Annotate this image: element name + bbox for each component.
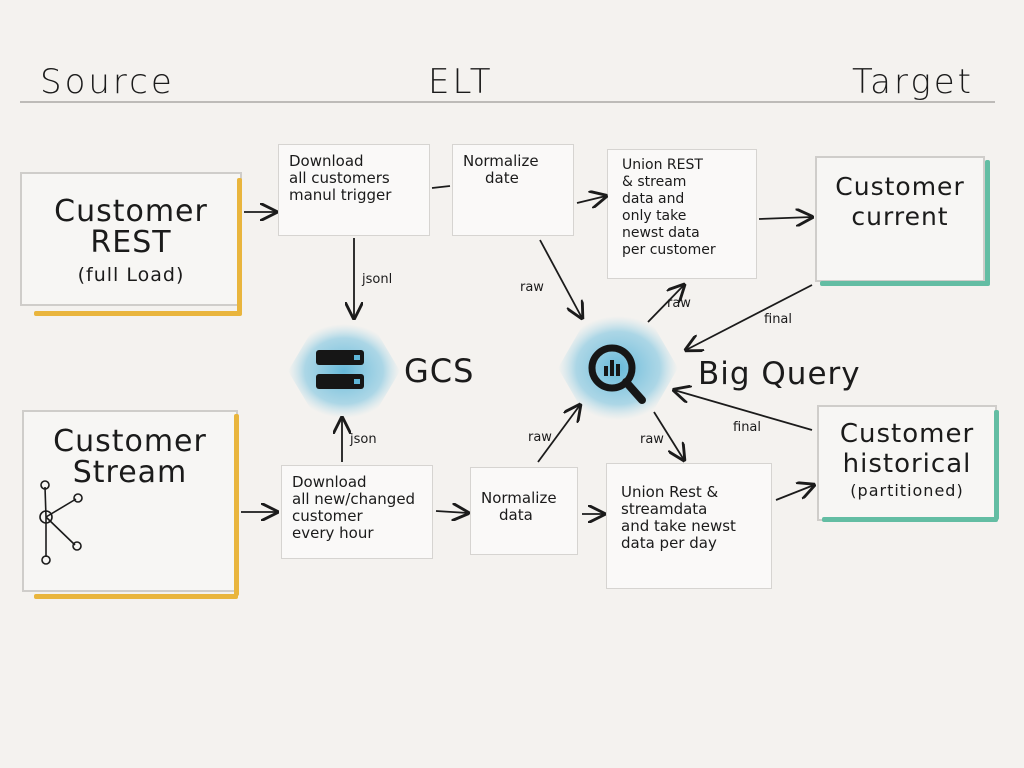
step-normalize-top: Normalize date [452,144,574,236]
connector-download-to-normalize [431,185,451,189]
source-stream-title-1: Customer [53,424,207,459]
step-download-new: Download all new/changed customer every … [281,465,433,559]
arrow-union-to-historical [775,485,814,501]
step-text: only take [622,208,687,224]
step-text: date [485,169,519,187]
arrow-normalize-to-bigquery [539,239,582,318]
source-rest-subtitle: (full Load) [77,264,185,286]
arrow-union-to-current [758,217,812,219]
source-stream-accent-right [234,414,239,596]
step-text: data per day [621,534,717,552]
header-source: Source [40,62,175,102]
step-text: and take newst [621,517,736,535]
bigquery-icon [558,316,678,420]
edge-label-jsonl: jsonl [362,272,393,287]
source-rest-accent-right [237,178,242,314]
arrow-bigquery-to-union-bottom [653,411,684,460]
step-union-rest: Union REST & stream data and only take n… [607,149,757,279]
step-text: Normalize [463,152,539,170]
arrow-current-to-bigquery [686,284,813,350]
target-current-title-2: current [851,202,949,231]
step-text: all customers [289,169,390,187]
step-download-all: Download all customers manul trigger [278,144,430,236]
bigquery-label: Big Query [698,356,861,392]
step-text: data and [622,191,685,207]
arrow-bigquery-to-union-top [647,285,684,323]
edge-label-raw-union-bottom: raw [640,432,664,447]
step-text: streamdata [621,500,708,518]
gcs-label: GCS [404,352,475,390]
step-text: data [499,506,533,524]
step-text: Download [292,473,367,491]
arrow-download-to-normalize [435,511,468,513]
step-text: all new/changed [292,490,416,508]
arrow-normalize-to-union [576,196,606,203]
step-normalize-bottom: Normalize data [470,467,578,555]
step-text: Union REST [622,157,703,173]
step-text: newst data [622,225,700,241]
step-text: Download [289,152,364,170]
target-current-accent-bottom [820,281,990,286]
gcs-icon [288,324,400,418]
arrow-normalize-to-bigquery-bottom [537,405,580,463]
source-rest-title-2: REST [90,225,172,260]
step-text: per customer [622,242,716,258]
target-current-title-1: Customer [835,172,965,201]
header-target: Target [852,62,975,102]
edge-label-raw-bottom: raw [528,430,552,445]
target-historical-title-2: historical [842,449,972,479]
edge-label-raw-top: raw [520,280,544,295]
step-union-stream: Union Rest & streamdata and take newst d… [606,463,772,589]
source-stream-accent-bottom [34,594,238,599]
step-text: manul trigger [289,186,392,204]
source-rest-title-1: Customer [54,194,208,229]
step-text: every hour [292,524,374,542]
edge-label-final-bottom: final [733,420,762,435]
source-rest-accent-bottom [34,311,242,316]
target-historical-accent-right [994,410,999,520]
target-historical-subtitle: (partitioned) [850,481,964,500]
target-historical-accent-bottom [822,517,998,522]
edge-label-raw-union-top: raw [667,296,691,311]
stream-network-icon [39,480,83,565]
step-text: Union Rest & [621,483,719,501]
source-customer-rest: Customer REST (full Load) [20,172,242,306]
source-customer-stream: Customer Stream [22,410,238,592]
edge-label-final-top: final [764,312,793,327]
target-historical-title-1: Customer [839,419,975,449]
target-current-accent-right [985,160,990,285]
step-text: customer [292,507,363,525]
step-text: Normalize [481,489,557,507]
step-text: & stream [622,174,687,190]
edge-label-json: json [350,432,377,447]
target-customer-current: Customer current [815,156,985,282]
source-stream-title-2: Stream [72,455,188,490]
header-divider [20,101,995,103]
header-elt: ELT [428,62,494,102]
arrow-historical-to-bigquery [674,390,813,431]
